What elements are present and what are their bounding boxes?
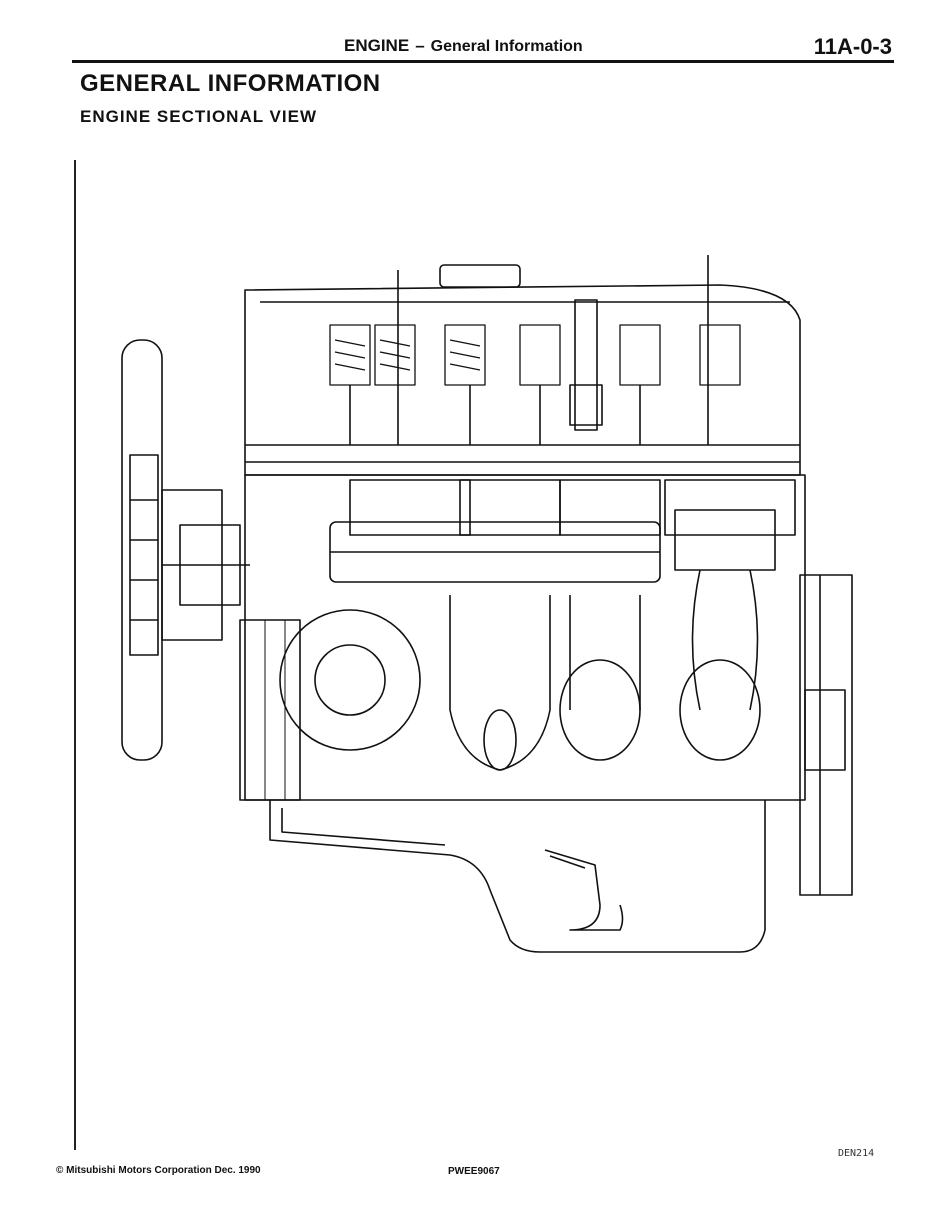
cooling-fan: [121, 339, 163, 761]
engine-block: [239, 474, 806, 801]
page-title: GENERAL INFORMATION: [80, 70, 381, 97]
figure-code: DEN214: [838, 1148, 875, 1159]
page-number: 11A-0-3: [813, 34, 892, 59]
header-separator: –: [415, 36, 425, 55]
flywheel-housing: [799, 574, 853, 896]
header-subsection: General Information: [430, 38, 583, 55]
footer-doc-number: PWEE9067: [448, 1166, 500, 1177]
cylinder-head: [244, 255, 801, 476]
footer-copyright: © Mitsubishi Motors Corporation Dec. 199…: [56, 1165, 261, 1176]
oil-pan: [269, 800, 766, 953]
engine-sectional-view-illustration: [121, 255, 853, 953]
header-section-name: ENGINE: [344, 36, 410, 55]
header-rule: [72, 60, 894, 63]
margin-rule: [74, 160, 76, 1150]
fan-pulley: [161, 489, 250, 641]
header-section: ENGINE–General Information: [344, 36, 583, 56]
page-subtitle: ENGINE SECTIONAL VIEW: [80, 107, 317, 126]
